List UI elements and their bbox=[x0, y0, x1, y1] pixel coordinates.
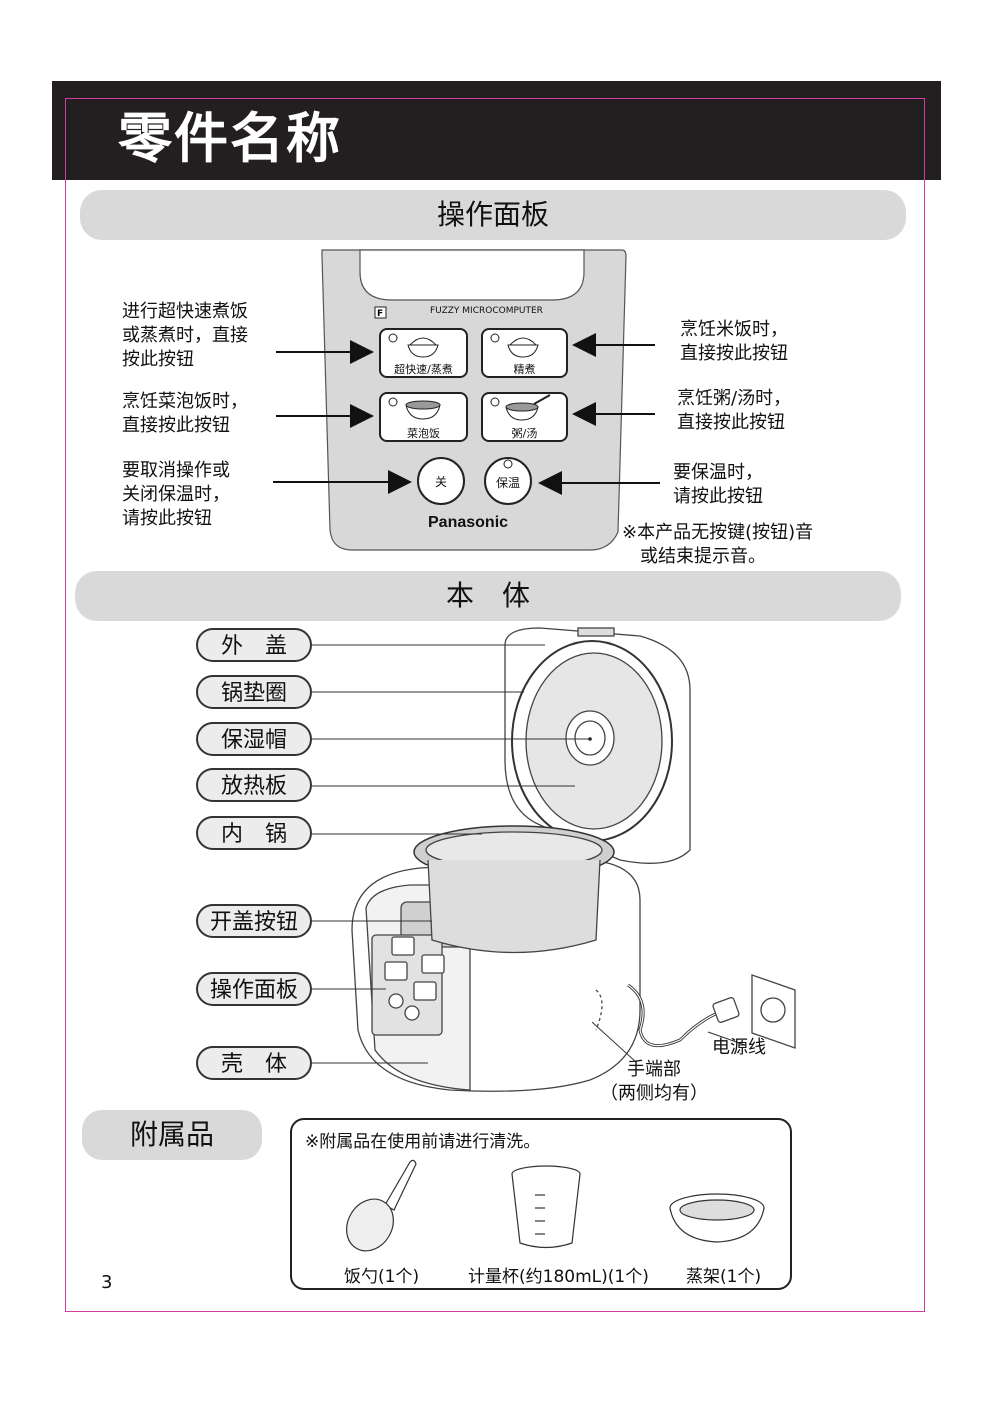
part-inner-pot: 内 锅 bbox=[196, 816, 312, 850]
page-title: 零件名称 bbox=[118, 107, 342, 170]
rice-paddle-icon bbox=[346, 1159, 417, 1252]
part-release-button: 开盖按钮 bbox=[196, 904, 312, 938]
brand-logo: Panasonic bbox=[428, 514, 509, 531]
part-control-panel: 操作面板 bbox=[196, 972, 312, 1006]
porridge-button bbox=[481, 392, 568, 442]
part-heat-plate: 放热板 bbox=[196, 768, 312, 802]
steam-rack-icon bbox=[669, 1193, 765, 1243]
title-bar bbox=[52, 81, 941, 180]
off-button bbox=[417, 457, 465, 505]
brand-line: FUZZY MICROCOMPUTER bbox=[430, 306, 543, 316]
part-body: 壳 体 bbox=[196, 1046, 312, 1080]
accessory-steam-rack: 蒸架(1个) bbox=[686, 1267, 762, 1287]
section-panel-heading: 操作面板 bbox=[80, 190, 906, 240]
part-steam-cap: 保湿帽 bbox=[196, 722, 312, 756]
part-lid-gasket: 锅垫圈 bbox=[196, 675, 312, 709]
rice-cooker-illustration bbox=[351, 627, 796, 1092]
keep-warm-button bbox=[484, 457, 532, 505]
quick-cook-button bbox=[379, 328, 468, 378]
callout-veg-rice: 烹饪菜泡饭时， 直接按此按钮 bbox=[122, 391, 248, 436]
callout-porridge: 烹饪粥/汤时， 直接按此按钮 bbox=[677, 388, 792, 433]
fine-cook-label[interactable]: 精煮 bbox=[513, 363, 536, 376]
off-label[interactable]: 关 bbox=[434, 475, 447, 489]
callout-off: 要取消操作或 关闭保温时， 请按此按钮 bbox=[122, 460, 230, 529]
handle-label: 手端部 （两侧均有） bbox=[600, 1059, 708, 1104]
part-outer-lid: 外 盖 bbox=[196, 628, 312, 662]
page-number: 3 bbox=[101, 1272, 113, 1293]
fine-cook-button bbox=[481, 328, 568, 378]
quick-cook-label[interactable]: 超快速/蒸煮 bbox=[394, 363, 453, 376]
callout-keep-warm: 要保温时， 请按此按钮 bbox=[673, 462, 763, 507]
section-accessories-heading: 附属品 bbox=[82, 1110, 262, 1160]
veg-rice-label[interactable]: 菜泡饭 bbox=[407, 427, 440, 440]
svg-text:F: F bbox=[377, 309, 383, 319]
accessories-box bbox=[290, 1118, 792, 1290]
accessories-note: ※附属品在使用前请进行清洗。 bbox=[305, 1132, 541, 1152]
sound-note: ※本产品无按键(按钮)音 或结束提示音。 bbox=[622, 522, 814, 567]
accessory-measuring-cup: 计量杯(约180mL)(1个) bbox=[468, 1267, 649, 1287]
callout-quick-cook: 进行超快速煮饭 或蒸煮时，直接 按此按钮 bbox=[122, 301, 248, 370]
accessory-rice-paddle: 饭勺(1个) bbox=[344, 1267, 420, 1287]
section-body-heading: 本 体 bbox=[75, 571, 901, 621]
veg-rice-button bbox=[379, 392, 468, 442]
keep-warm-label[interactable]: 保温 bbox=[495, 476, 520, 490]
measuring-cup-icon bbox=[511, 1165, 581, 1249]
power-cord-label: 电源线 bbox=[712, 1037, 766, 1058]
callout-fine-cook: 烹饪米饭时， 直接按此按钮 bbox=[680, 319, 788, 364]
porridge-label[interactable]: 粥/汤 bbox=[511, 427, 538, 440]
page-frame bbox=[65, 98, 925, 1312]
